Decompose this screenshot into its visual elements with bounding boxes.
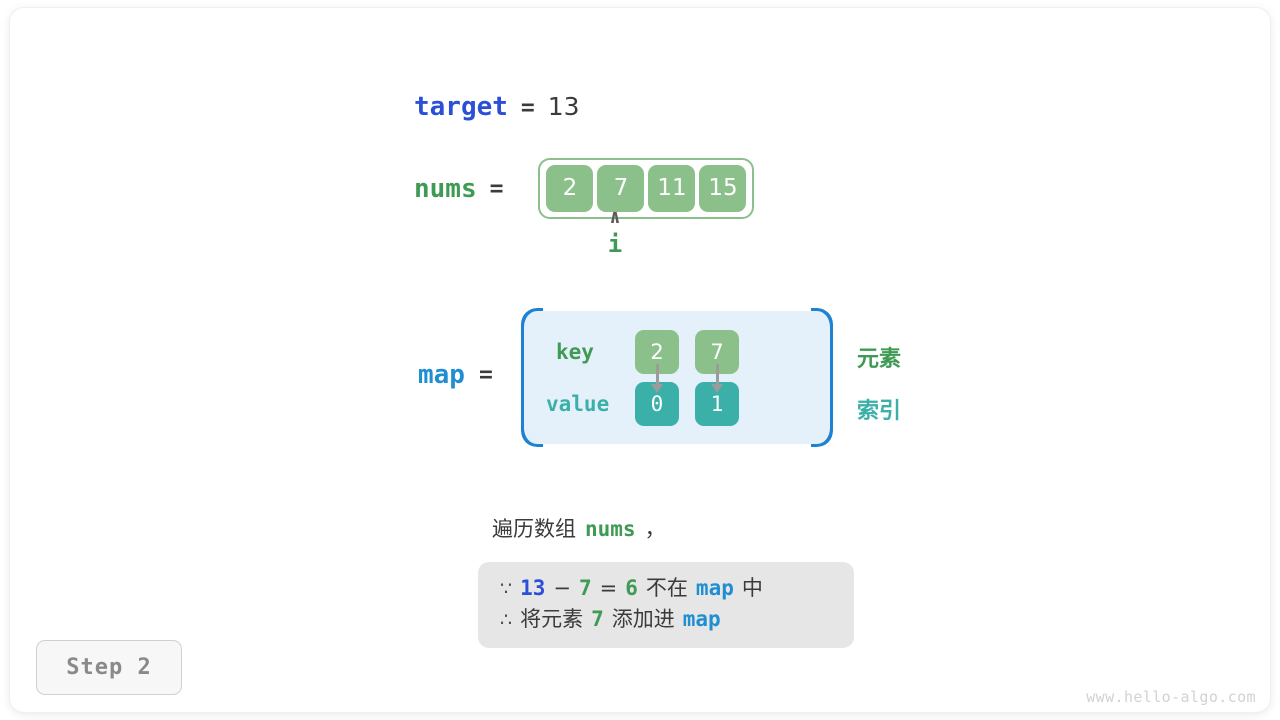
map-declaration: map = <box>418 360 493 390</box>
nums-declaration: nums = 2 7 11 15 <box>414 158 755 219</box>
target-value: 13 <box>547 92 580 121</box>
key-to-value-arrowhead-icon <box>651 384 663 393</box>
note-row-1: ∵ 13 − 7 = 6 不在 map 中 <box>500 573 832 604</box>
nums-array: 2 7 11 15 <box>538 158 755 219</box>
pointer-variable-label: i <box>607 230 623 258</box>
step-badge: Step 2 <box>36 640 182 695</box>
nums-equals-sign: = <box>489 175 504 202</box>
target-declaration: target = 13 <box>414 92 580 122</box>
note-code-map: map <box>695 576 734 600</box>
key-to-value-arrow <box>715 364 719 386</box>
note-row-2: ∴ 将元素 7 添加进 map <box>500 604 832 635</box>
target-equals-sign: = <box>520 95 535 121</box>
description-line: 遍历数组 nums ， <box>492 513 666 543</box>
array-cell: 15 <box>699 165 747 212</box>
side-label-element: 元素 <box>857 347 902 372</box>
description-code: nums <box>585 517 636 541</box>
caret-up-icon: ∧ <box>609 206 621 228</box>
watermark: www.hello-algo.com <box>1086 688 1256 706</box>
note-text-2: 添加进 <box>611 607 675 631</box>
map-value-row-label: value <box>546 392 610 416</box>
nums-variable-label: nums <box>414 173 477 204</box>
key-to-value-arrowhead-icon <box>711 384 723 393</box>
note-operand-b: 7 <box>579 576 592 600</box>
note-minus-sign: − <box>553 576 571 600</box>
description-prefix: 遍历数组 <box>492 517 576 541</box>
map-key-row-label: key <box>556 340 594 364</box>
note-tail: 中 <box>741 576 763 600</box>
map-equals-sign: = <box>478 362 493 388</box>
note-equals-sign: = <box>599 576 618 600</box>
explanation-note-box: ∵ 13 − 7 = 6 不在 map 中 ∴ 将元素 7 添加进 map <box>478 562 854 648</box>
because-symbol-icon: ∵ <box>500 578 513 600</box>
key-to-value-arrow <box>655 364 659 386</box>
note-operand-a: 13 <box>520 576 546 600</box>
note-result: 6 <box>625 576 638 600</box>
target-variable-label: target <box>414 92 508 122</box>
index-pointer: ∧ i <box>592 207 638 256</box>
note-text: 将元素 <box>520 607 584 631</box>
array-cell: 11 <box>648 165 696 212</box>
array-cell: 2 <box>546 165 594 212</box>
side-label-index: 索引 <box>857 399 902 424</box>
note-text: 不在 <box>645 576 688 600</box>
array-cell: 7 <box>597 165 645 212</box>
note-code-map: map <box>682 607 721 631</box>
description-suffix: ， <box>644 517 666 541</box>
note-value: 7 <box>591 607 604 631</box>
hash-map-container <box>521 311 833 444</box>
therefore-symbol-icon: ∴ <box>500 609 513 631</box>
map-variable-label: map <box>418 360 465 390</box>
